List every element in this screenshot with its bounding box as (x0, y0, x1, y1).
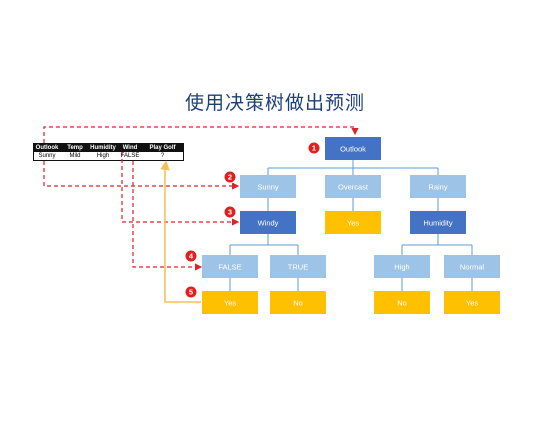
table-header-wind: Wind (122, 145, 138, 151)
node-false: FALSE (202, 255, 258, 278)
svg-text:Yes: Yes (347, 219, 359, 228)
trace-arrows (43, 126, 359, 271)
svg-text:Yes: Yes (466, 299, 478, 308)
trace-arrow-false (132, 161, 203, 271)
svg-text:Normal: Normal (460, 263, 485, 272)
svg-text:Yes: Yes (224, 299, 236, 308)
table-header-outlook: Outlook (35, 145, 59, 151)
data-table: Outlook Temp Humidity Wind Play Golf Sun… (33, 143, 184, 161)
svg-text:TRUE: TRUE (288, 263, 308, 272)
table-header-humidity: Humidity (90, 145, 116, 151)
table-cell-temp: Mild (69, 153, 81, 159)
connector-outlook (267, 160, 439, 175)
table-row: Sunny Mild High FALSE ? (34, 152, 183, 160)
node-normal-leaf: Yes (444, 291, 500, 314)
svg-text:3: 3 (228, 208, 232, 217)
node-high: High (374, 255, 430, 278)
table-cell-outlook: Sunny (38, 153, 56, 159)
step-badge-2: 2 (223, 170, 237, 184)
table-cell-humidity: High (96, 153, 110, 159)
table-header-row: Outlook Temp Humidity Wind Play Golf (34, 144, 183, 152)
step-badge-4: 4 (184, 249, 198, 263)
svg-text:FALSE: FALSE (218, 263, 241, 272)
table-header-temp: Temp (67, 145, 83, 151)
node-true: TRUE (270, 255, 326, 278)
node-outlook: Outlook (325, 137, 381, 160)
svg-text:No: No (397, 299, 407, 308)
table-header-play-golf: Play Golf (149, 145, 176, 151)
node-true-leaf: No (270, 291, 326, 314)
step-badge-3: 3 (223, 205, 237, 219)
svg-text:5: 5 (189, 288, 193, 297)
node-overcast: Overcast (325, 175, 381, 198)
svg-text:No: No (293, 299, 303, 308)
svg-text:Windy: Windy (258, 219, 279, 228)
svg-text:Overcast: Overcast (338, 183, 369, 192)
trace-arrow-sunny (43, 161, 240, 190)
step-badge-5: 5 (184, 285, 198, 299)
result-arrow (160, 160, 201, 303)
table-cell-wind: FALSE (120, 153, 140, 159)
node-windy: Windy (240, 211, 296, 234)
node-rainy: Rainy (410, 175, 466, 198)
trace-arrow-outlook (43, 126, 359, 143)
node-overcast-leaf: Yes (325, 211, 381, 234)
trace-arrow-windy (121, 152, 240, 226)
node-false-leaf: Yes (202, 291, 258, 314)
svg-text:Rainy: Rainy (428, 183, 447, 192)
page-title: 使用决策树做出预测 (184, 92, 365, 114)
step-badge-1: 1 (307, 141, 321, 155)
svg-text:1: 1 (312, 144, 316, 153)
node-sunny: Sunny (240, 175, 296, 198)
connector-humidity (401, 234, 473, 255)
svg-text:Sunny: Sunny (257, 183, 279, 192)
node-normal: Normal (444, 255, 500, 278)
svg-text:Humidity: Humidity (423, 219, 452, 228)
svg-text:2: 2 (228, 173, 232, 182)
connector-windy (229, 234, 299, 255)
svg-text:4: 4 (189, 252, 194, 261)
node-humidity: Humidity (410, 211, 466, 234)
svg-text:Outlook: Outlook (340, 145, 366, 154)
node-high-leaf: No (374, 291, 430, 314)
tree-connectors (229, 160, 473, 291)
svg-text:High: High (394, 263, 409, 272)
table-cell-play-golf: ? (160, 153, 165, 159)
